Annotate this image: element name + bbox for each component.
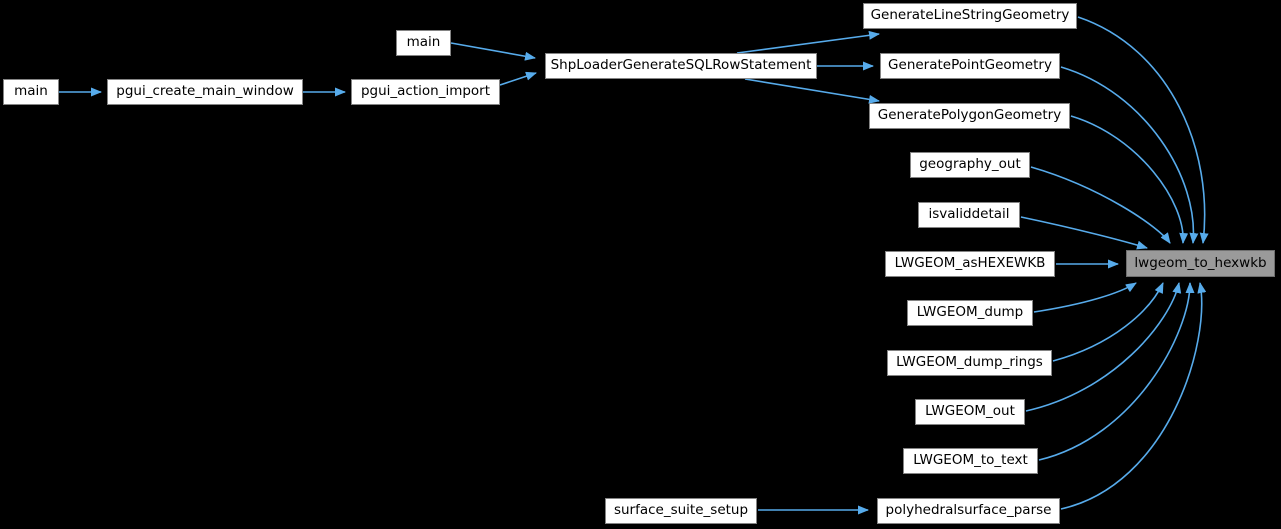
edge-geography-out-to-lwgeom-to-hexwkb <box>1030 166 1171 244</box>
node-lwgeom-ashexewkb[interactable]: LWGEOM_asHEXEWKB <box>885 251 1055 277</box>
edge-lwgeom-dump-rings-to-lwgeom-to-hexwkb <box>1052 282 1164 362</box>
edge-pgui-action-import-to-shploadergeneratesqlrowstatement <box>499 71 537 86</box>
node-lwgeom-dump-rings[interactable]: LWGEOM_dump_rings <box>887 350 1052 376</box>
node-main-top[interactable]: main <box>396 30 451 56</box>
node-generatepointgeometry[interactable]: GeneratePointGeometry <box>880 53 1060 79</box>
edge-generatelinestringgeometry-to-lwgeom-to-hexwkb <box>1077 16 1209 244</box>
edge-lwgeom-dump-to-lwgeom-to-hexwkb <box>1033 282 1137 313</box>
node-lwgeom-to-hexwkb-target: lwgeom_to_hexwkb <box>1126 250 1275 277</box>
edge-generatepointgeometry-to-lwgeom-to-hexwkb <box>1060 66 1199 244</box>
edge-generatepolygongeometry-to-lwgeom-to-hexwkb <box>1070 115 1189 244</box>
edge-shploader-to-generatelinestringgeometry <box>736 30 880 54</box>
edge-main-top-to-shploadergeneratesqlrowstatement <box>450 42 536 61</box>
node-lwgeom-to-text[interactable]: LWGEOM_to_text <box>903 448 1038 474</box>
edge-lwgeom-to-text-to-lwgeom-to-hexwkb <box>1038 282 1195 461</box>
edge-polyhedralsurface-parse-to-lwgeom-to-hexwkb <box>1060 282 1207 510</box>
node-shploadergeneratesqlrowstatement[interactable]: ShpLoaderGenerateSQLRowStatement <box>545 53 817 79</box>
node-lwgeom-dump[interactable]: LWGEOM_dump <box>907 300 1033 326</box>
edge-shploader-to-generatepolygongeometry <box>744 78 880 104</box>
node-surface-suite-setup[interactable]: surface_suite_setup <box>605 498 757 524</box>
node-isvaliddetail[interactable]: isvaliddetail <box>918 202 1020 228</box>
node-generatepolygongeometry[interactable]: GeneratePolygonGeometry <box>869 103 1070 129</box>
node-main-left[interactable]: main <box>3 79 59 105</box>
edge-lwgeom-out-to-lwgeom-to-hexwkb <box>1025 282 1182 412</box>
node-pgui-create-main-window[interactable]: pgui_create_main_window <box>107 79 303 105</box>
node-polyhedralsurface-parse[interactable]: polyhedralsurface_parse <box>877 498 1060 524</box>
node-generatelinestringgeometry[interactable]: GenerateLineStringGeometry <box>863 3 1077 29</box>
node-pgui-action-import[interactable]: pgui_action_import <box>351 79 500 105</box>
node-geography-out[interactable]: geography_out <box>910 152 1030 178</box>
node-lwgeom-out[interactable]: LWGEOM_out <box>915 399 1025 425</box>
edge-isvaliddetail-to-lwgeom-to-hexwkb <box>1020 216 1148 250</box>
